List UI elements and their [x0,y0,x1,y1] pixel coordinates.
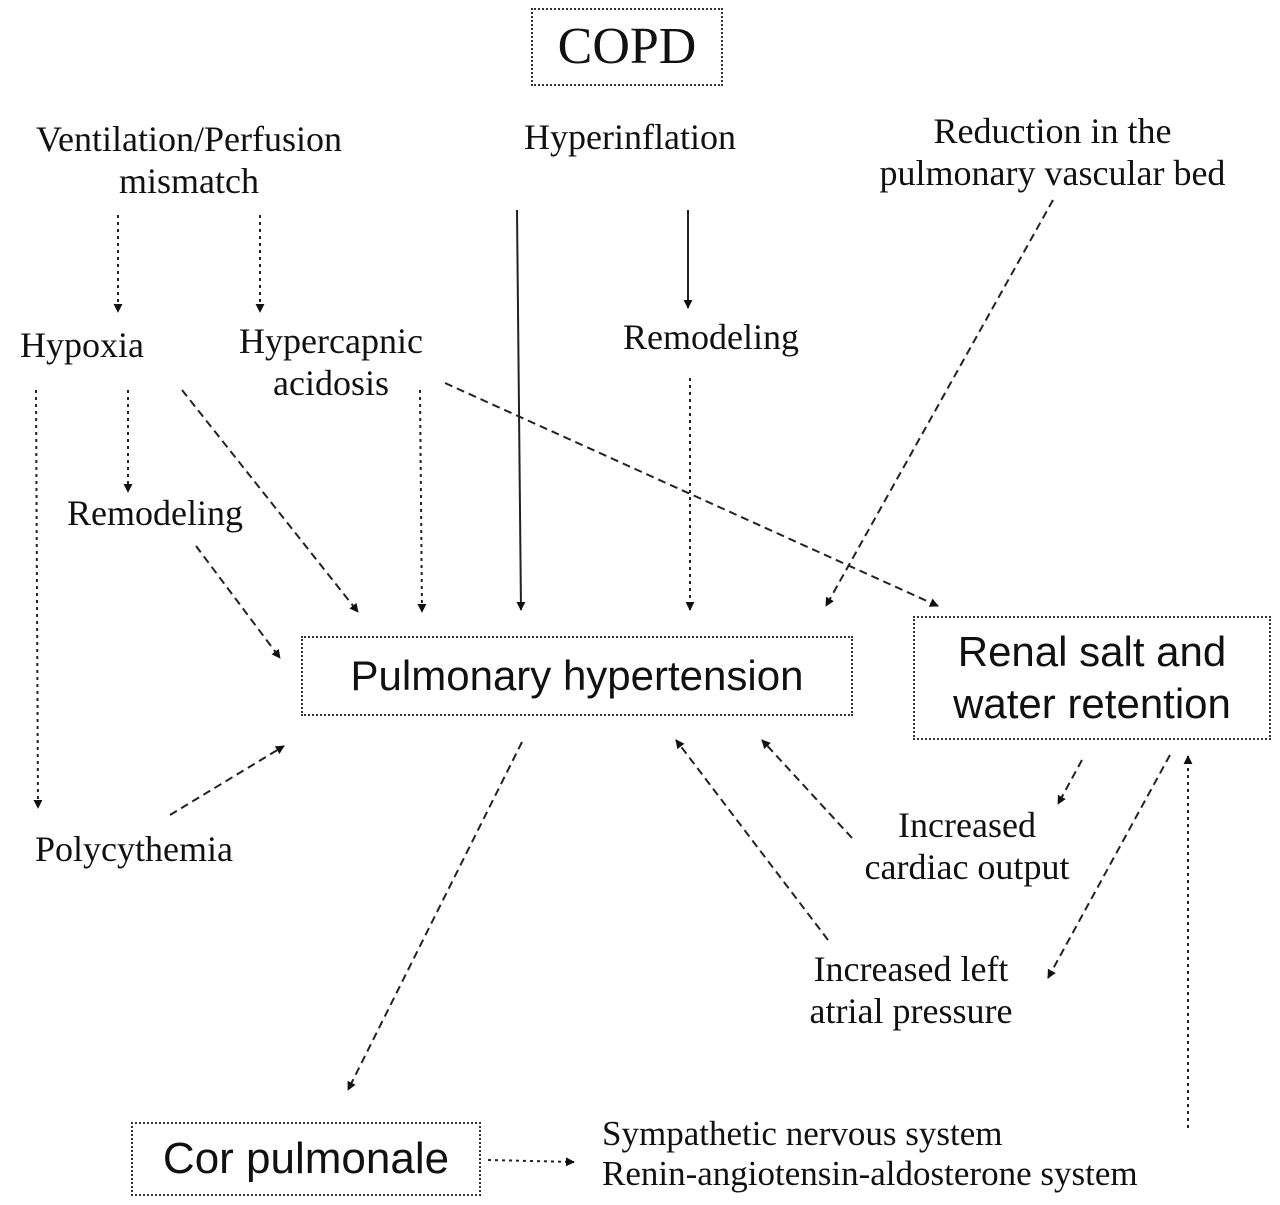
increased-cardiac-output-node: Increased cardiac output [836,804,1098,888]
increased-left-atrial-pressure-node: Increased left atrial pressure [776,948,1046,1032]
vp-mismatch-line2: mismatch [119,161,259,201]
renal-retention-node: Renal salt and water retention [913,616,1271,740]
left-atrial-line1: Increased left [813,949,1009,989]
edge-hyperinflation-to-ph [516,209,526,611]
pulmonary-hypertension-label: Pulmonary hypertension [350,652,804,699]
edge-reduction-to-ph [825,199,1054,607]
vp-mismatch-node: Ventilation/Perfusion mismatch [0,118,378,202]
pulmonary-hypertension-node: Pulmonary hypertension [301,636,853,716]
edge-ph-to-cor-pulmonale [347,741,523,1091]
cardiac-output-line2: cardiac output [864,847,1070,887]
hypercapnic-acidosis-node: Hypercapnic acidosis [212,320,450,404]
polycythemia-node: Polycythemia [10,828,258,870]
hypercapnic-line1: Hypercapnic [239,321,423,361]
neurohormonal-systems-node: Sympathetic nervous system Renin-angiote… [602,1114,1272,1194]
hypoxia-label: Hypoxia [20,325,144,365]
cor-pulmonale-node: Cor pulmonale [131,1122,481,1196]
edge-renal-to-cardiac-output [1057,759,1083,805]
left-atrial-line2: atrial pressure [809,991,1013,1031]
edge-hypercapnic-to-ph [417,389,427,613]
reduction-node: Reduction in the pulmonary vascular bed [840,110,1265,194]
edge-hypoxia-to-ph [181,389,359,613]
cor-pulmonale-label: Cor pulmonale [162,1134,450,1183]
edge-polycythemia-to-ph [169,745,285,816]
copd-node: COPD [531,8,723,86]
hypercapnic-line2: acidosis [273,363,389,403]
edge-remodeling-lower-to-ph [195,545,281,659]
hyperinflation-node: Hyperinflation [490,116,770,158]
cardiac-output-line1: Increased [898,805,1036,845]
renal-line1: Renal salt and [957,628,1227,675]
reduction-line2: pulmonary vascular bed [879,153,1226,193]
edge-cardiac-output-to-ph [761,739,853,839]
polycythemia-label: Polycythemia [35,829,233,869]
raas-label: Renin-angiotensin-aldosterone system [602,1154,1138,1193]
reduction-line1: Reduction in the [933,111,1172,151]
edge-cor-pulmonale-to-systems [487,1157,575,1167]
remodeling-lower-label: Remodeling [67,493,243,533]
remodeling-lower-node: Remodeling [44,492,266,534]
hypoxia-node: Hypoxia [2,324,162,366]
sympathetic-label: Sympathetic nervous system [602,1114,1003,1153]
edge-left-atrial-to-ph [675,739,829,941]
hyperinflation-label: Hyperinflation [524,117,736,157]
edge-renal-to-left-atrial [1047,754,1171,979]
edge-hypoxia-to-polycythemia [33,389,43,809]
renal-line2: water retention [953,680,1231,727]
remodeling-upper-label: Remodeling [623,317,799,357]
vp-mismatch-line1: Ventilation/Perfusion [36,119,342,159]
copd-label: COPD [557,18,697,75]
remodeling-upper-node: Remodeling [600,316,822,358]
